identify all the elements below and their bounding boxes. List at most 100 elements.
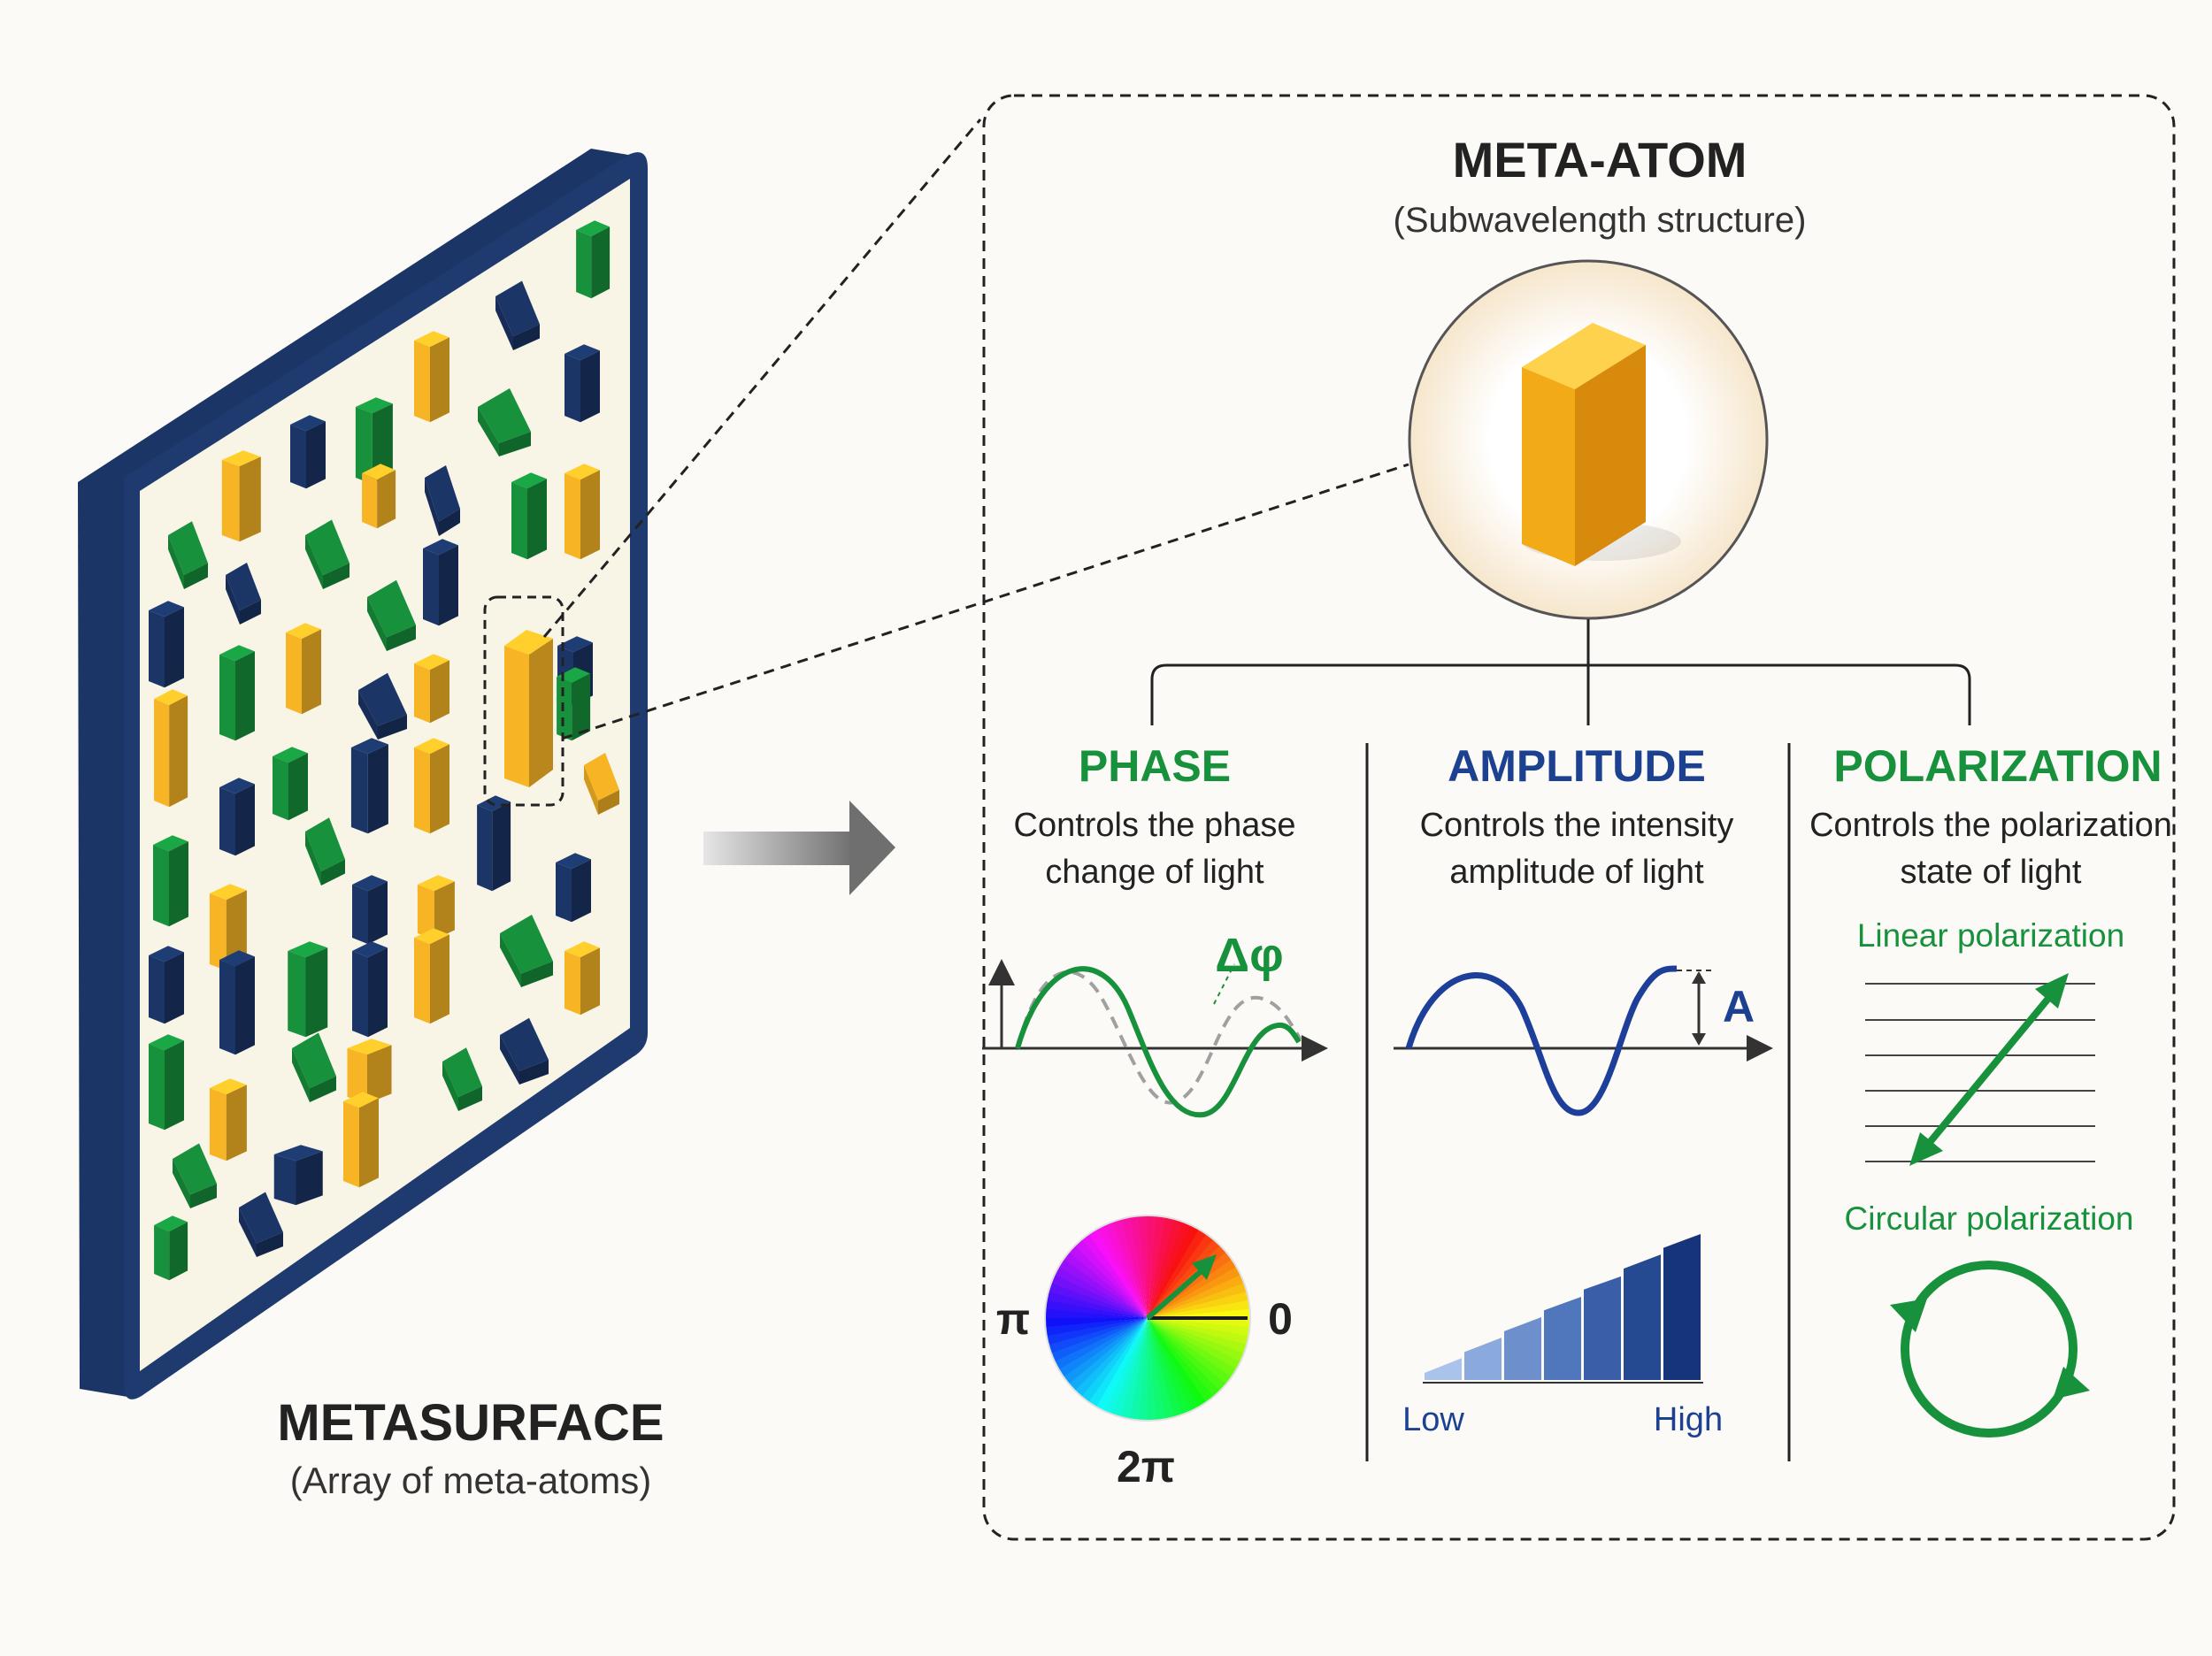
amplitude-wave-plot: A [1394, 965, 1773, 1116]
surface-atom-block [286, 623, 321, 715]
detail-panel-border [982, 94, 2176, 1541]
wheel-segment [1148, 1318, 1214, 1403]
wheel-segment [1103, 1221, 1148, 1318]
wheel-segment [1148, 1282, 1248, 1318]
wheel-segment [1068, 1245, 1148, 1318]
wheel-segment [1148, 1221, 1192, 1318]
linear-polarization-icon [1865, 973, 2095, 1166]
surface-atom-block [173, 1143, 217, 1208]
wheel-segment [1148, 1318, 1227, 1392]
meta-atom-array [149, 220, 619, 1281]
surface-atom-block [495, 280, 540, 350]
amplitude-desc-line2: amplitude of light [1449, 854, 1704, 891]
surface-atom-block [556, 853, 591, 923]
surface-atom-block [292, 1032, 336, 1102]
surface-atom-block [500, 1017, 549, 1085]
meta-atom-zoom [1408, 259, 1769, 620]
wheel-segment [1148, 1233, 1214, 1318]
surface-atom-block [417, 875, 455, 940]
surface-atom-block [565, 464, 600, 560]
wheel-segment [1148, 1238, 1221, 1318]
surface-atom-block [149, 1034, 184, 1131]
surface-atom-block [154, 1215, 188, 1281]
wheel-segment [1148, 1318, 1250, 1337]
linear-polarization-label: Linear polarization [1857, 917, 2124, 954]
circular-polarization-label: Circular polarization [1845, 1200, 2134, 1237]
circular-polarization-icon [1890, 1261, 2090, 1438]
wheel-segment [1048, 1283, 1148, 1318]
surface-atom-block [219, 645, 255, 741]
amplitude-bar-scale: Low High [1402, 1234, 1723, 1438]
surface-atom-block [423, 539, 458, 626]
polarization-title: POLARIZATION [1833, 741, 2162, 791]
phase-title: PHASE [1079, 741, 1231, 791]
wheel-segment [1069, 1318, 1148, 1392]
wheel-segment [1148, 1318, 1207, 1407]
meta-atom-title: META-ATOM [1453, 132, 1747, 188]
meta-atom-pillar-icon [1522, 323, 1646, 566]
bar-label-high: High [1654, 1401, 1723, 1438]
amplitude-bar [1544, 1296, 1581, 1380]
surface-atom-block [478, 388, 531, 456]
surface-atom-block [209, 1078, 247, 1162]
phase-wave-plot: Δφ [982, 929, 1328, 1118]
selected-atom-highlight [483, 595, 565, 807]
phase-desc-line2: change of light [1045, 854, 1264, 891]
wheel-segment [1096, 1318, 1148, 1412]
wheel-segment [1148, 1215, 1166, 1318]
wheel-segment [1103, 1318, 1148, 1415]
wheel-segment [1148, 1318, 1200, 1412]
wheel-segment [1081, 1318, 1148, 1403]
wheel-segment [1095, 1224, 1148, 1318]
wheel-segment [1088, 1318, 1148, 1407]
polarization-desc-line1: Controls the polarization [1809, 807, 2172, 844]
surface-atom-block [477, 795, 511, 892]
surface-atom-block [239, 1192, 283, 1257]
amplitude-bar [1464, 1338, 1502, 1380]
amplitude-title: AMPLITUDE [1448, 741, 1706, 791]
wheel-segment [1074, 1318, 1148, 1398]
wheel-segment [1111, 1218, 1148, 1318]
wheel-segment [1046, 1318, 1148, 1346]
metasurface-title: METASURFACE [277, 1394, 664, 1452]
wheel-segment [1054, 1318, 1148, 1370]
phase-shifted-wave [1016, 970, 1302, 1105]
wheel-segment [1148, 1318, 1241, 1369]
wheel-segment [1148, 1318, 1184, 1418]
wheel-segment [1148, 1291, 1249, 1318]
surface-atom-block [149, 601, 184, 688]
surface-atom-block [149, 946, 184, 1024]
surface-atom-block [153, 835, 188, 927]
polarization-desc-line2: state of light [1901, 854, 2082, 891]
surface-atom-block [557, 667, 591, 741]
zoom-lines [542, 119, 1409, 740]
surface-atom-block [500, 915, 553, 987]
metasurface-panel [78, 149, 648, 1399]
surface-atom-block [358, 672, 407, 740]
surface-atom-block [273, 1145, 323, 1206]
wheel-segment [1148, 1318, 1248, 1353]
wheel-segment [1148, 1318, 1175, 1420]
wheel-label-pi: π [996, 1294, 1030, 1344]
wheel-segment [1058, 1259, 1148, 1318]
wheel-segment [1147, 1215, 1157, 1318]
wheel-segment [1120, 1216, 1148, 1318]
surface-atom-block [362, 464, 396, 529]
surface-atom-block [305, 817, 345, 886]
phase-reference-wave [1015, 966, 1302, 1118]
wheel-segment [1120, 1318, 1148, 1420]
wheel-segment [1148, 1318, 1245, 1362]
wheel-segment [1112, 1318, 1148, 1418]
phase-desc-line1: Controls the phase [1014, 807, 1296, 844]
wheel-segment [1088, 1229, 1148, 1318]
amplitude-desc-line1: Controls the intensity [1420, 807, 1734, 844]
transition-arrow [703, 801, 895, 895]
surface-atom-block [414, 928, 449, 1024]
amplitude-label: A [1723, 982, 1755, 1031]
wheel-segment [1050, 1274, 1148, 1318]
surface-atom-block [576, 220, 611, 299]
surface-atom-block [584, 753, 619, 815]
wheel-segment [1148, 1274, 1245, 1318]
wheel-segment [1058, 1318, 1148, 1377]
